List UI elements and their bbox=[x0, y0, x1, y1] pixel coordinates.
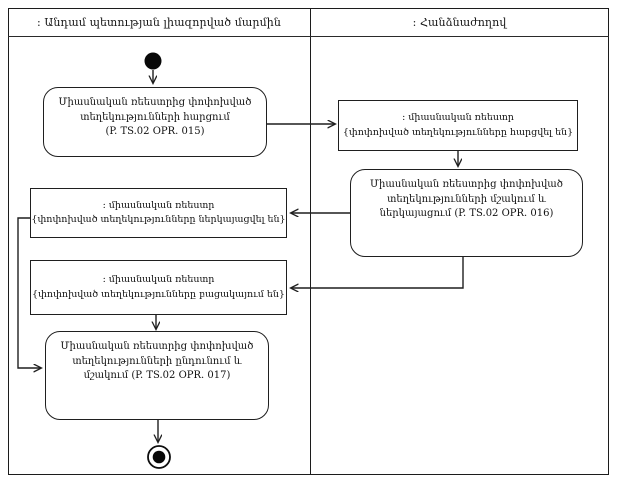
object-label-line: : միասնական ռեեստր bbox=[102, 199, 215, 211]
object-state-line: {փոփոխված տեղեկությունները ներկայացվել ե… bbox=[31, 214, 286, 225]
swimlane-header-rule bbox=[8, 36, 609, 37]
activity-label-line: ներկայացում (P. TS.02 OPR. 016) bbox=[379, 208, 554, 219]
activity-node-process-and-present: Միասնական ռեեստրից փոփոխված տեղեկություն… bbox=[350, 169, 583, 257]
activity-label-line: տեղեկությունների հարցում bbox=[80, 111, 230, 123]
activity-label-line: տեղեկությունների ընդունում և bbox=[72, 355, 242, 367]
swimlane-header-commission: : Հանձնաժողով bbox=[310, 8, 609, 36]
swimlane-header-authorized-body: : Անդամ պետության լիազորված մարմին bbox=[8, 8, 310, 36]
activity-label-line: Միասնական ռեեստրից փոփոխված bbox=[60, 341, 254, 352]
activity-label-line: մշակում (P. TS.02 OPR. 017) bbox=[83, 370, 231, 381]
activity-node-receive-and-process: Միասնական ռեեստրից փոփոխված տեղեկություն… bbox=[45, 331, 269, 420]
activity-label-line: (P. TS.02 OPR. 015) bbox=[105, 126, 205, 137]
object-node-registry-queried: : միասնական ռեեստր {փոփոխված տեղեկությու… bbox=[338, 100, 578, 151]
activity-label-line: Միասնական ռեեստրից փոփոխված bbox=[370, 179, 563, 190]
activity-node-query-changed-info: Միասնական ռեեստրից փոփոխված տեղեկություն… bbox=[43, 87, 267, 157]
swimlane-divider bbox=[310, 8, 311, 475]
object-state-line: {փոփոխված տեղեկությունները բացակայում են… bbox=[32, 288, 285, 300]
object-label-line: : միասնական ռեեստր bbox=[402, 112, 514, 124]
diagram-frame bbox=[8, 8, 609, 475]
object-state-line: {փոփոխված տեղեկությունները հարցվել են} bbox=[342, 126, 574, 138]
object-node-registry-absent: : միասնական ռեեստր {փոփոխված տեղեկությու… bbox=[30, 260, 287, 315]
activity-label-line: Միասնական ռեեստրից փոփոխված bbox=[58, 97, 252, 108]
swimlane-label: : Հանձնաժողով bbox=[412, 15, 507, 29]
swimlane-label: : Անդամ պետության լիազորված մարմին bbox=[37, 15, 281, 29]
object-node-registry-presented: : միասնական ռեեստր {փոփոխված տեղեկությու… bbox=[30, 188, 287, 238]
object-label-line: : միասնական ռեեստր bbox=[102, 274, 215, 286]
activity-label-line: տեղեկությունների մշակում և bbox=[387, 193, 546, 205]
